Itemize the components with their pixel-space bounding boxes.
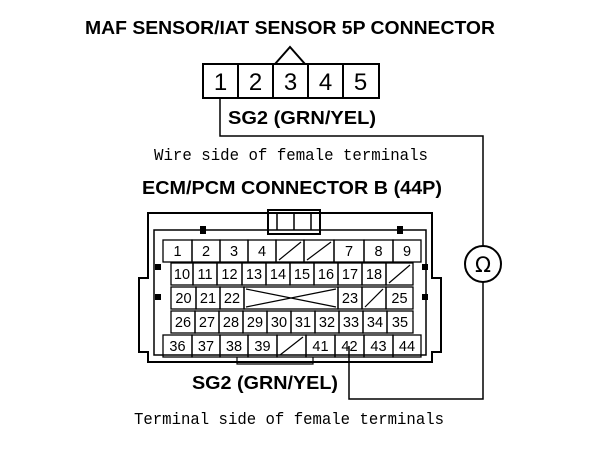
maf-connector-title: MAF SENSOR/IAT SENSOR 5P CONNECTOR [85, 18, 495, 38]
empty-cavity-mark [306, 241, 332, 261]
ecm-cell [385, 286, 414, 310]
ecm-cell [385, 262, 414, 286]
ecm-terminal-label: 11 [197, 267, 212, 283]
ecm-terminal-label: 36 [169, 339, 185, 355]
wire-group-bracket [236, 357, 314, 365]
meter-lead-maf [219, 98, 484, 246]
maf-wire-label: SG2 (GRN/YEL) [228, 108, 376, 128]
empty-cavity-mark [279, 336, 304, 356]
empty-cavity-mark [278, 241, 302, 261]
ecm-terminal-label: 16 [318, 267, 334, 283]
ecm-connector-title: ECM/PCM CONNECTOR B (44P) [142, 178, 442, 198]
ecm-lock-square [422, 264, 428, 270]
ecm-terminal-label: 3 [230, 244, 238, 260]
ecm-cell [392, 334, 422, 358]
ecm-terminal-label: 13 [246, 267, 262, 283]
ecm-terminal-label: 27 [199, 315, 215, 331]
maf-connector-key [274, 45, 306, 65]
ecm-terminal-label: 20 [175, 291, 191, 307]
ecm-terminal-label: 34 [367, 315, 383, 331]
ecm-lock-square [422, 294, 428, 300]
ecm-terminal-label: 1 [173, 244, 181, 260]
maf-view-note: Wire side of female terminals [154, 147, 428, 166]
ecm-terminal-label: 33 [343, 315, 359, 331]
ecm-terminal-label: 32 [319, 315, 335, 331]
empty-cavity-mark [388, 264, 411, 284]
ecm-terminal-label: 39 [254, 339, 270, 355]
ecm-key-tab [200, 226, 206, 234]
ecm-terminal-label: 30 [271, 315, 287, 331]
ecm-terminal-label: 41 [312, 339, 328, 355]
ecm-terminal-label: 12 [221, 267, 237, 283]
ecm-terminal-label: 14 [270, 267, 286, 283]
ecm-terminal-label: 8 [374, 244, 382, 260]
ecm-terminal-label: 44 [399, 339, 415, 355]
ecm-key-tab [397, 226, 403, 234]
ecm-terminal-label: 38 [226, 339, 242, 355]
meter-lead-ecm [348, 282, 484, 400]
ecm-terminal-label: 35 [392, 315, 408, 331]
ecm-terminal-label: 17 [342, 267, 358, 283]
ecm-wire-label: SG2 (GRN/YEL) [192, 373, 338, 393]
maf-terminal-label: 5 [354, 69, 367, 96]
blocked-cavity-mark [245, 288, 337, 308]
ecm-terminal-label: 10 [174, 267, 190, 283]
ecm-connector-latch [267, 209, 321, 235]
ecm-terminal-label: 21 [200, 291, 216, 307]
ecm-lock-square [155, 264, 161, 270]
ecm-terminal-label: 26 [175, 315, 191, 331]
maf-terminal-label: 2 [249, 69, 262, 96]
ecm-terminal-label: 9 [403, 244, 411, 260]
ecm-terminal-label: 23 [342, 291, 358, 307]
ecm-connector-shell [138, 212, 442, 363]
ecm-terminal-label: 15 [294, 267, 310, 283]
ecm-terminal-label: 37 [198, 339, 214, 355]
ecm-terminal-label: 31 [295, 315, 311, 331]
ecm-terminal-label: 25 [391, 291, 407, 307]
ecm-terminal-label: 2 [202, 244, 210, 260]
maf-terminal-label: 4 [319, 69, 332, 96]
ecm-lock-square [155, 294, 161, 300]
ecm-connector-inner [153, 229, 427, 356]
maf-terminal-label: 1 [214, 69, 227, 96]
ecm-terminal-label: 7 [345, 244, 353, 260]
maf-connector-body [202, 63, 380, 99]
empty-cavity-mark [364, 288, 384, 308]
ecm-terminal-label: 18 [366, 267, 382, 283]
ecm-terminal-label: 4 [258, 244, 266, 260]
ecm-terminal-label: 43 [370, 339, 386, 355]
ohmmeter-circle [464, 245, 502, 283]
ecm-terminal-label: 22 [224, 291, 240, 307]
ecm-cell [386, 310, 414, 334]
ecm-terminal-label: 28 [223, 315, 239, 331]
ecm-view-note: Terminal side of female terminals [134, 411, 444, 430]
ohm-icon: Ω [475, 253, 491, 277]
ecm-terminal-label: 29 [247, 315, 263, 331]
ecm-cell [392, 239, 422, 263]
maf-terminal-label: 3 [284, 69, 297, 96]
